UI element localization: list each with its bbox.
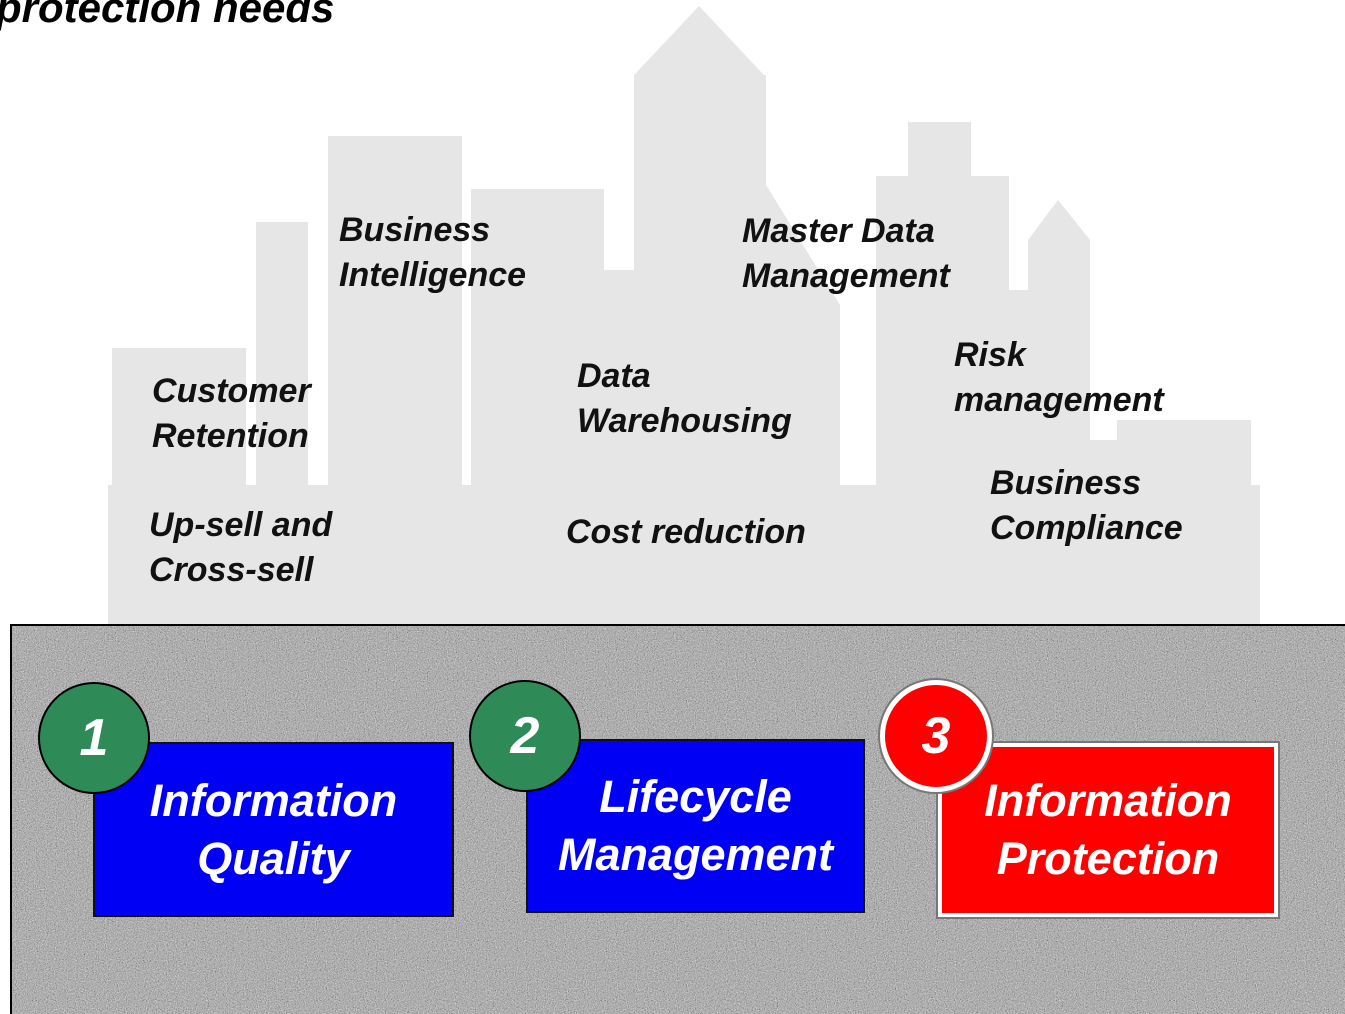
driver-business-intelligence: Business Intelligence <box>339 208 526 298</box>
driver-risk-management-line-1: Risk <box>954 336 1026 374</box>
driver-upsell-crosssell: Up-sell and Cross-sell <box>149 503 332 593</box>
driver-business-compliance-line-1: Business <box>990 464 1142 502</box>
pillar-3-line-1: Information <box>984 775 1232 826</box>
driver-upsell-crosssell-line-1: Up-sell and <box>149 506 333 544</box>
driver-master-data-management-line-2: Management <box>742 257 950 295</box>
driver-business-compliance: Business Compliance <box>990 461 1183 551</box>
driver-risk-management-line-2: management <box>954 381 1164 419</box>
pillar-2-line-1: Lifecycle <box>599 771 792 822</box>
pillar-3-line-2: Protection <box>996 833 1220 884</box>
pillar-2-number-badge: 2 <box>469 680 581 792</box>
driver-master-data-management-line-1: Master Data <box>742 212 935 250</box>
page-title: protection needs <box>0 0 335 31</box>
driver-cost-reduction: Cost reduction <box>566 513 806 551</box>
pillar-1-number-badge: 1 <box>38 682 150 794</box>
driver-data-warehousing-line-1: Data <box>577 357 651 395</box>
pillar-information-protection: Information Protection <box>936 741 1280 919</box>
driver-customer-retention: Customer Retention <box>152 369 311 459</box>
driver-business-compliance-line-2: Compliance <box>990 509 1183 547</box>
driver-customer-retention-line-1: Customer <box>152 372 311 410</box>
driver-data-warehousing-line-2: Warehousing <box>577 402 792 440</box>
pillar-1-line-1: Information <box>149 774 398 826</box>
driver-business-intelligence-line-2: Intelligence <box>339 256 527 294</box>
driver-master-data-management: Master Data Management <box>742 209 950 299</box>
city-skyline-illustration <box>108 6 1260 624</box>
pillar-2-line-2: Management <box>557 829 834 880</box>
pillar-3-number-badge: 3 <box>880 680 992 792</box>
pillar-lifecycle-management: Lifecycle Management <box>526 739 865 913</box>
pillar-information-quality: Information Quality <box>93 742 454 917</box>
driver-customer-retention-line-2: Retention <box>152 417 309 455</box>
driver-upsell-crosssell-line-2: Cross-sell <box>149 551 314 589</box>
driver-data-warehousing: Data Warehousing <box>577 354 792 444</box>
driver-risk-management: Risk management <box>954 333 1164 423</box>
pillar-1-line-2: Quality <box>197 832 350 884</box>
skyline-buildings <box>108 6 1260 624</box>
driver-business-intelligence-line-1: Business <box>339 211 491 249</box>
